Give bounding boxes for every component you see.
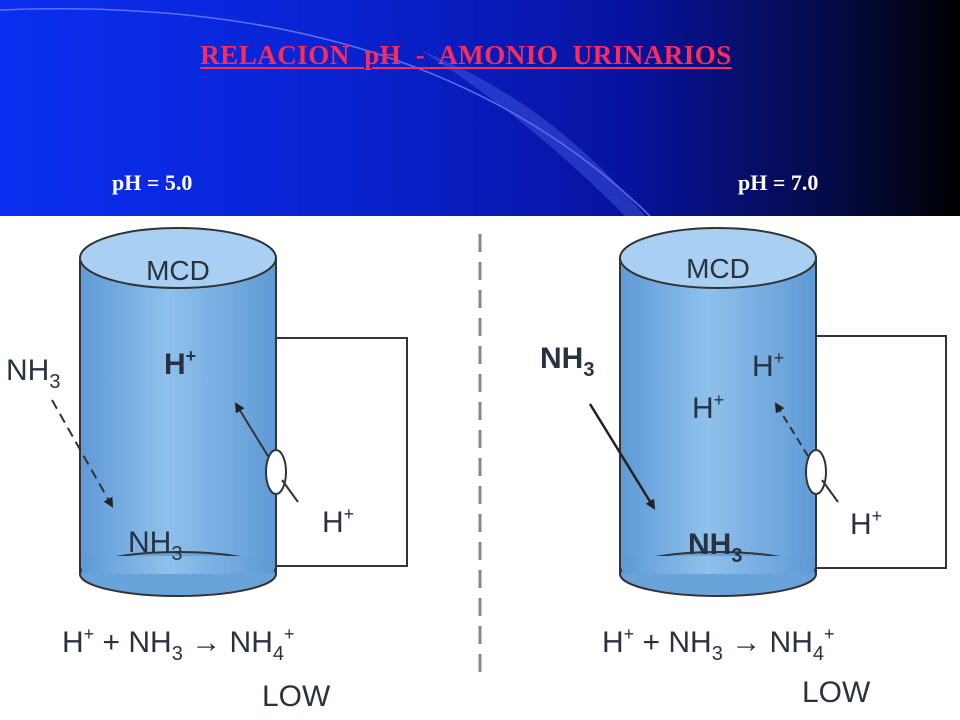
left-interstitial-proton: H+ <box>322 504 354 539</box>
right-proton-secretion-arrow <box>774 402 809 457</box>
right-interstitial-proton: H+ <box>850 506 882 541</box>
left-segment-label: MCD <box>146 255 210 286</box>
right-interstitial-box <box>815 335 947 569</box>
left-duct-cylinder <box>79 227 277 597</box>
left-inside-ammonia: NH3 <box>128 526 182 565</box>
left-pump-tail <box>281 479 299 503</box>
collecting-duct-diagram: MCD H+ NH3 NH3 H+ H+ + NH3 → NH4+ LOW MC… <box>6 227 947 713</box>
left-panel: MCD H+ NH3 NH3 H+ H+ + NH3 → NH4+ LOW <box>6 227 408 713</box>
slide-header: RELACION pH - AMONIO URINARIOS pH = 5.0 … <box>0 0 960 216</box>
left-result-label: LOW <box>262 680 331 713</box>
ph-left-label: pH = 5.0 <box>112 170 193 195</box>
left-ammonia-diffusion-arrow <box>51 399 113 508</box>
left-proton-secretion-arrow <box>234 402 269 457</box>
right-segment-label: MCD <box>686 253 750 284</box>
right-panel: MCD H+ H+ NH3 NH3 H+ H+ + NH3 → NH4+ LOW <box>540 227 947 709</box>
ph-right-label: pH = 7.0 <box>738 170 819 195</box>
right-result-label: LOW <box>802 676 871 709</box>
right-pump-tail <box>821 479 839 503</box>
right-ammonia-diffusion-arrow <box>588 403 656 510</box>
right-proton-pump <box>805 449 827 495</box>
right-lumen-proton-top: H+ <box>752 348 784 383</box>
left-outside-ammonia: NH3 <box>6 354 60 393</box>
right-inside-ammonia: NH3 <box>688 528 742 567</box>
left-lumen-proton: H+ <box>164 346 196 381</box>
left-proton-pump <box>265 449 287 495</box>
right-lumen-proton-mid: H+ <box>692 390 724 425</box>
right-equation: H+ + NH3 → NH4+ <box>602 624 835 665</box>
left-equation: H+ + NH3 → NH4+ <box>62 624 295 665</box>
left-interstitial-box <box>275 337 408 567</box>
right-outside-ammonia: NH3 <box>540 342 594 381</box>
slide-title: RELACION pH - AMONIO URINARIOS <box>200 40 732 70</box>
header-decoration <box>0 8 651 216</box>
